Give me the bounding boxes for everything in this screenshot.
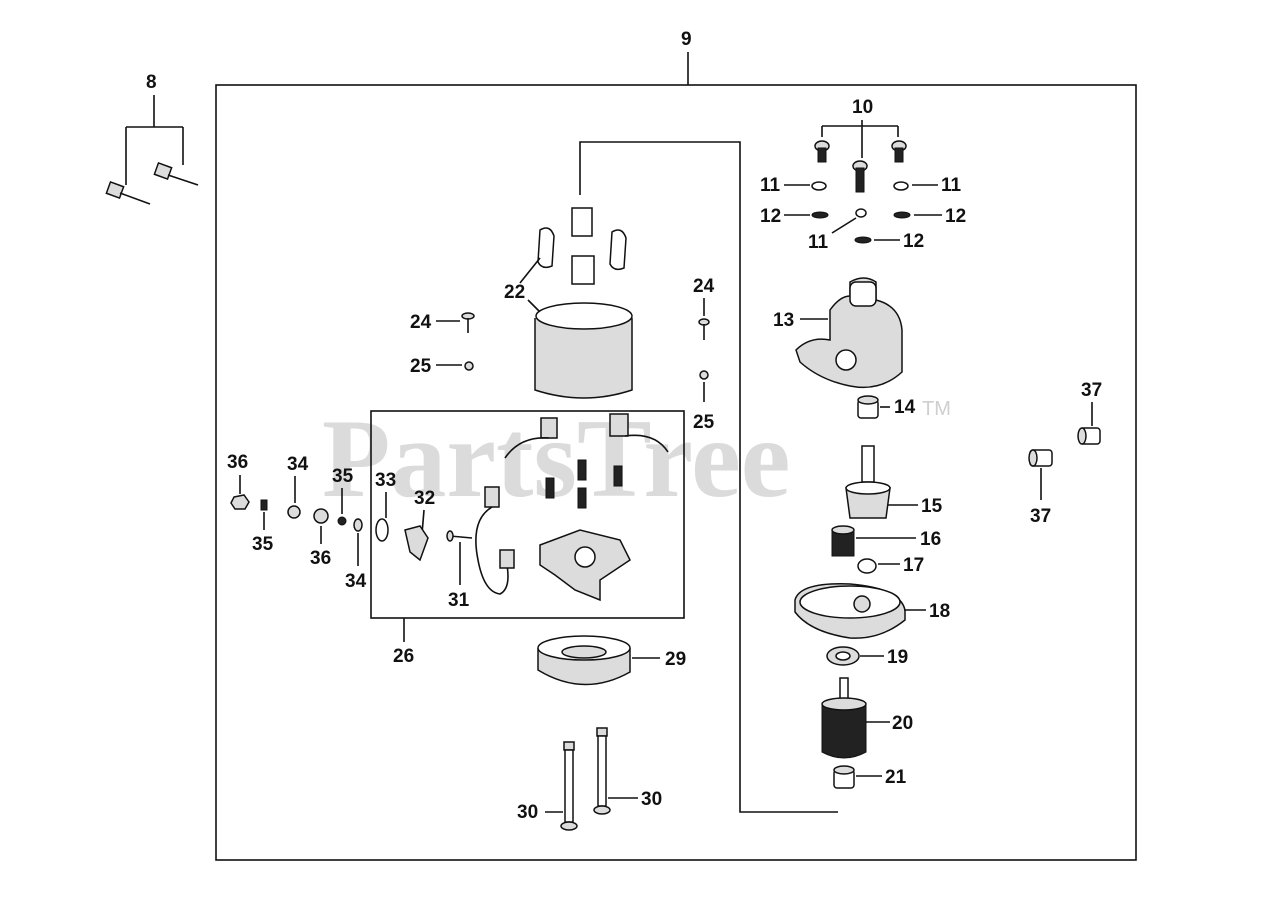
washer-35b[interactable] (337, 516, 347, 526)
brush-set[interactable] (475, 413, 669, 595)
solenoid-housing-13[interactable] (795, 277, 903, 389)
washer-11b[interactable] (893, 181, 909, 191)
callout-18[interactable]: 18 (929, 601, 950, 622)
callout-33[interactable]: 33 (375, 470, 396, 491)
callout-30a[interactable]: 30 (517, 802, 538, 823)
callout-24b[interactable]: 24 (693, 276, 715, 297)
callout-35b[interactable]: 35 (332, 466, 354, 487)
washer-25a[interactable] (464, 361, 474, 371)
magnet-segments-22[interactable] (537, 207, 627, 285)
callout-37b[interactable]: 37 (1030, 506, 1051, 527)
callout-29[interactable]: 29 (665, 649, 686, 670)
washer-34a[interactable] (287, 505, 301, 519)
screw-10a[interactable] (814, 140, 830, 163)
watermark-text: PartsTree (322, 397, 791, 521)
leader-10 (821, 120, 899, 158)
callout-22[interactable]: 22 (504, 282, 525, 303)
callout-12a[interactable]: 12 (760, 206, 781, 227)
callout-32[interactable]: 32 (414, 488, 435, 509)
assembly-connector-line (579, 141, 838, 813)
callout-11a[interactable]: 11 (760, 175, 781, 196)
bushing-14[interactable] (857, 395, 879, 419)
callout-24a[interactable]: 24 (410, 312, 432, 333)
callout-36b[interactable]: 36 (310, 548, 331, 569)
callout-16[interactable]: 16 (920, 529, 941, 550)
callout-25b[interactable]: 25 (693, 412, 715, 433)
end-cap-29[interactable] (537, 635, 631, 686)
through-bolt-30a[interactable] (560, 741, 578, 831)
callout-14[interactable]: 14 (894, 397, 916, 418)
washer-35a[interactable] (260, 499, 268, 511)
callout-26[interactable]: 26 (393, 646, 414, 667)
callout-21[interactable]: 21 (885, 767, 907, 788)
callout-12b[interactable]: 12 (945, 206, 966, 227)
callout-17[interactable]: 17 (903, 555, 924, 576)
callout-34b[interactable]: 34 (345, 571, 367, 592)
callout-19[interactable]: 19 (887, 647, 908, 668)
callout-30b[interactable]: 30 (641, 789, 662, 810)
callout-11b[interactable]: 11 (941, 175, 962, 196)
brush-springs[interactable] (545, 459, 623, 509)
callout-35a[interactable]: 35 (252, 534, 274, 555)
through-bolt-30b[interactable] (593, 727, 611, 815)
washer-34b[interactable] (353, 518, 363, 532)
callout-25a[interactable]: 25 (410, 356, 432, 377)
leader-22 (519, 257, 541, 313)
terminal-32[interactable] (404, 525, 429, 562)
gasket-12a[interactable] (811, 211, 829, 219)
bolt-8a[interactable] (105, 181, 151, 205)
bushing-37b[interactable] (1028, 449, 1053, 467)
nut-36b[interactable] (313, 508, 329, 524)
pinion-gear-16[interactable] (831, 525, 855, 557)
armature-20[interactable] (821, 677, 867, 759)
callout-10[interactable]: 10 (852, 97, 873, 118)
drive-gear-15[interactable] (845, 445, 891, 519)
callout-12c[interactable]: 12 (903, 231, 924, 252)
callout-11c[interactable]: 11 (808, 232, 829, 253)
washer-11a[interactable] (811, 181, 827, 191)
brush-plate-box-26 (370, 410, 685, 619)
screw-10c[interactable] (891, 140, 907, 163)
bushing-37a[interactable] (1077, 427, 1101, 445)
bushing-21[interactable] (833, 765, 855, 789)
callout-34a[interactable]: 34 (287, 454, 309, 475)
bolt-8b[interactable] (153, 162, 199, 186)
nut-36a[interactable] (230, 494, 250, 510)
screw-24a[interactable] (461, 312, 475, 333)
watermark-tm: TM (922, 398, 951, 420)
leader-11c (831, 217, 857, 234)
callout-9[interactable]: 9 (681, 29, 692, 50)
gasket-12b[interactable] (893, 211, 911, 219)
leader-8 (125, 95, 184, 185)
screw-10b[interactable] (852, 160, 868, 193)
motor-housing[interactable] (534, 302, 633, 399)
screw-31[interactable] (446, 530, 473, 542)
callout-15[interactable]: 15 (921, 496, 943, 517)
washer-25b[interactable] (699, 370, 709, 380)
gear-housing-18[interactable] (794, 583, 906, 639)
callout-36a[interactable]: 36 (227, 452, 248, 473)
gasket-12c[interactable] (854, 236, 872, 244)
starter-assembly-frame (215, 84, 1137, 861)
bearing-19[interactable] (826, 646, 860, 666)
screw-24b[interactable] (698, 318, 710, 340)
brush-holder-plate[interactable] (539, 529, 631, 602)
insulator-33[interactable] (375, 518, 389, 542)
callout-20[interactable]: 20 (892, 713, 913, 734)
callout-37a[interactable]: 37 (1081, 380, 1102, 401)
washer-17[interactable] (857, 558, 877, 574)
washer-11c[interactable] (855, 208, 867, 218)
callout-13[interactable]: 13 (773, 310, 794, 331)
callout-8[interactable]: 8 (146, 72, 157, 93)
callout-31[interactable]: 31 (448, 590, 470, 611)
